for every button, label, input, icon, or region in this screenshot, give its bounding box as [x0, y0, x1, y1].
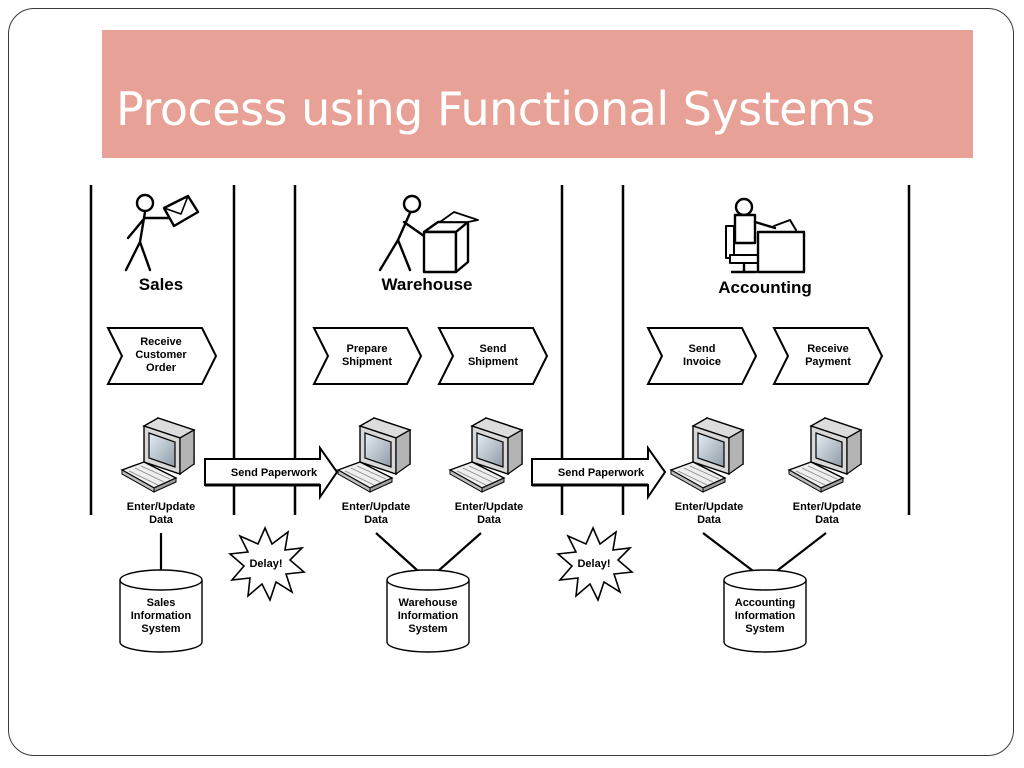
computer-label-warehouse-send: Enter/Update Data	[455, 501, 523, 526]
step-send-invoice: Send Invoice	[646, 327, 758, 385]
computer-label-line: Enter/Update	[127, 501, 195, 513]
computer-label-warehouse-prepare: Enter/Update Data	[342, 501, 410, 526]
computer-label-accounting-payment: Enter/Update Data	[793, 501, 861, 526]
warehouse-lane-title: Warehouse	[381, 275, 472, 294]
computer-icon-accounting-payment	[788, 417, 862, 493]
database-label-line: System	[408, 623, 447, 635]
database-label-line: Warehouse	[399, 597, 458, 609]
step-label-line: Prepare	[347, 343, 388, 355]
database-sales: Sales Information System	[119, 569, 203, 653]
step-prepare-shipment: Prepare Shipment	[312, 327, 423, 385]
sales-lane-title: Sales	[139, 275, 183, 294]
send-paperwork-label: Send Paperwork	[558, 467, 645, 479]
computer-label-line: Data	[697, 514, 722, 526]
computer-icon-warehouse-prepare	[337, 417, 411, 493]
database-accounting: Accounting Information System	[723, 569, 807, 653]
database-label-line: Accounting	[735, 597, 796, 609]
database-warehouse: Warehouse Information System	[386, 569, 470, 653]
delay-burst-2: Delay!	[557, 527, 633, 601]
step-label-line: Invoice	[683, 356, 721, 368]
step-label-line: Order	[146, 362, 177, 374]
computer-icon-warehouse-send	[449, 417, 523, 493]
computer-label-accounting-invoice: Enter/Update Data	[675, 501, 743, 526]
send-paperwork-label: Send Paperwork	[231, 467, 318, 479]
warehouse-worker-icon	[378, 194, 479, 274]
computer-icon-sales	[121, 417, 195, 493]
sales-person-icon	[124, 193, 200, 272]
computer-label-line: Data	[149, 514, 174, 526]
step-label-line: Send	[480, 343, 507, 355]
computer-label-line: Data	[477, 514, 502, 526]
step-label-line: Shipment	[342, 356, 392, 368]
computer-label-line: Enter/Update	[455, 501, 523, 513]
send-paperwork-arrow-2: Send Paperwork	[531, 444, 667, 501]
accounting-lane-title: Accounting	[718, 278, 812, 297]
database-label-line: System	[141, 623, 180, 635]
step-receive-customer-order: Receive Customer Order	[106, 327, 218, 385]
step-label-line: Payment	[805, 356, 851, 368]
accountant-icon	[725, 197, 806, 274]
database-label-line: Information	[131, 610, 192, 622]
step-label-line: Shipment	[468, 356, 518, 368]
delay-label: Delay!	[577, 558, 610, 570]
computer-icon-accounting-invoice	[670, 417, 744, 493]
slide-title: Process using Functional Systems	[116, 82, 875, 136]
step-label-line: Receive	[140, 336, 182, 348]
computer-label-line: Enter/Update	[793, 501, 861, 513]
database-label-line: Information	[398, 610, 459, 622]
step-send-shipment: Send Shipment	[437, 327, 549, 385]
step-label-line: Customer	[135, 349, 187, 361]
delay-burst-1: Delay!	[229, 527, 305, 601]
delay-label: Delay!	[249, 558, 282, 570]
computer-label-line: Data	[364, 514, 389, 526]
computer-label-sales: Enter/Update Data	[127, 501, 195, 526]
database-label-line: System	[745, 623, 784, 635]
computer-label-line: Enter/Update	[342, 501, 410, 513]
database-label-line: Sales	[147, 597, 176, 609]
title-band: Process using Functional Systems	[102, 30, 973, 158]
send-paperwork-arrow-1: Send Paperwork	[204, 444, 339, 501]
computer-label-line: Enter/Update	[675, 501, 743, 513]
step-label-line: Receive	[807, 343, 849, 355]
database-label-line: Information	[735, 610, 796, 622]
step-label-line: Send	[689, 343, 716, 355]
computer-label-line: Data	[815, 514, 840, 526]
step-receive-payment: Receive Payment	[772, 327, 884, 385]
